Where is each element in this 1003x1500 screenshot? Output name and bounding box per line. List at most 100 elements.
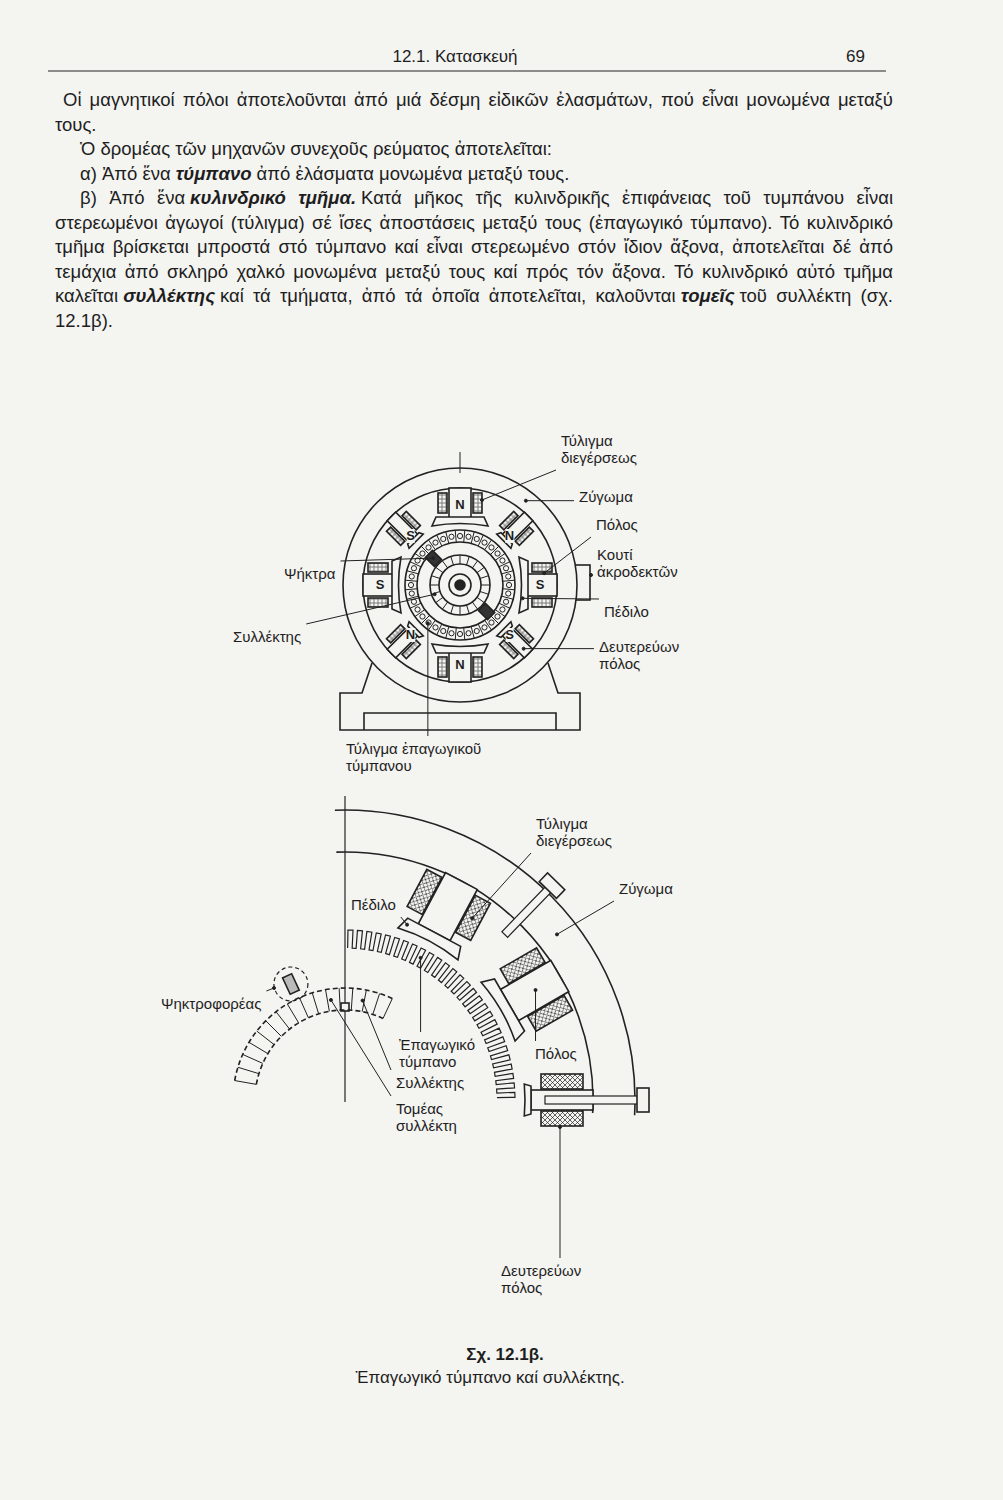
armature-tooth xyxy=(446,532,449,544)
pole-shoe xyxy=(392,557,401,613)
part-label: Ζύγωμα xyxy=(618,880,674,897)
key-term: τομεῖς xyxy=(681,285,735,306)
armature-tooth xyxy=(502,571,514,574)
caption-text: Ἐπαγωγικό τύμπανο καί συλλέκτης. xyxy=(290,1367,690,1388)
interpole xyxy=(382,619,427,664)
leader-line xyxy=(557,901,614,934)
leader-tip xyxy=(426,622,429,625)
leader-line xyxy=(560,1127,561,1258)
leader-tip xyxy=(406,923,409,926)
yoke-bolt xyxy=(496,873,565,943)
field-coil xyxy=(473,657,482,677)
commutator-segment xyxy=(451,556,454,565)
part-label: Ψηκτροφορέας xyxy=(160,995,262,1012)
bolt-head xyxy=(539,873,565,898)
leader-tip xyxy=(534,989,537,992)
part-label: Κουτί ἀκροδεκτῶν xyxy=(596,546,694,580)
field-coil xyxy=(438,657,447,677)
armature-conductor xyxy=(420,551,425,556)
commutator-segment xyxy=(480,591,489,594)
commutator-segment xyxy=(481,585,490,586)
pole-polarity: S xyxy=(536,578,545,592)
field-coil xyxy=(456,895,491,940)
leader-line xyxy=(331,1000,391,1096)
part-label: Ψήκτρα xyxy=(283,565,337,582)
commutator-segment xyxy=(431,576,440,579)
part-label: Πόλος xyxy=(534,1045,578,1062)
key-term: συλλέκτης xyxy=(123,285,215,306)
commutator-segment xyxy=(466,556,469,565)
body-text-run: α) Ἀπό ἕνα xyxy=(80,163,171,184)
armature-conductor xyxy=(426,620,431,625)
armature-conductor xyxy=(433,625,438,630)
leader-tip xyxy=(521,597,524,600)
part-label: Ζύγωμα xyxy=(578,488,634,505)
commutator-segment xyxy=(480,576,489,579)
leader-lines xyxy=(266,470,614,1258)
center-line xyxy=(460,452,461,473)
pole-core xyxy=(449,652,471,682)
field-coil xyxy=(532,598,552,607)
armature-core xyxy=(417,542,503,628)
armature-conductor xyxy=(415,607,420,612)
armature-tooth xyxy=(503,589,515,590)
armature-tooth xyxy=(464,530,465,542)
part-label: Δευτερεύων πόλος xyxy=(598,638,700,672)
main-pole xyxy=(396,864,493,961)
part-label: Πόλος xyxy=(595,516,639,533)
commutator-segment xyxy=(472,602,477,609)
commutator-segment xyxy=(276,1012,290,1029)
leader-tip xyxy=(419,956,422,959)
bolt-head xyxy=(637,1088,649,1112)
yoke-inner xyxy=(363,488,557,682)
main-pole xyxy=(519,557,557,613)
commutator-segment xyxy=(383,998,392,1018)
leader-line xyxy=(524,648,594,649)
part-label: Ἐπαγωγικό τύμπανο xyxy=(398,1036,480,1070)
page-number: 69 xyxy=(846,47,865,67)
part-label: Τομέας συλλέκτη xyxy=(395,1100,487,1134)
leader-line xyxy=(535,990,536,1041)
commutator-segment xyxy=(436,567,443,572)
center-axis xyxy=(344,796,345,1102)
interpole xyxy=(524,1074,649,1126)
leader-tip xyxy=(559,1126,562,1129)
commutator-segment xyxy=(430,585,439,586)
armature-conductor xyxy=(500,558,505,563)
interpole-coil xyxy=(402,511,420,529)
pole-polarity: S xyxy=(505,628,514,642)
armature-tooth xyxy=(471,532,474,544)
interpole xyxy=(494,619,539,664)
pole-shoe xyxy=(398,916,464,960)
pole-polarity: S xyxy=(376,578,385,592)
body-text-run: Ὁ δρομέας τῶν μηχανῶν συνεχοῦς ρεύματος … xyxy=(80,138,552,159)
armature-conductor xyxy=(474,536,479,541)
brush xyxy=(478,603,494,619)
field-coil xyxy=(438,493,447,513)
armature-tooth xyxy=(407,571,419,574)
leader-tip xyxy=(590,574,593,577)
bolt-shank xyxy=(545,1096,641,1104)
interpole-shoe xyxy=(524,1084,531,1116)
interpole xyxy=(382,507,427,552)
field-coil xyxy=(407,869,442,914)
yoke-inner-arc xyxy=(336,852,593,1113)
body-text-run: Οἱ μαγνητικοί πόλοι ἀποτελοῦνται ἀπό μιά… xyxy=(55,89,893,135)
pole-polarity: N xyxy=(406,628,415,642)
leader-line xyxy=(427,623,428,736)
leader-tip xyxy=(481,499,484,502)
key-term: τύμπανο xyxy=(176,163,252,184)
leader-line xyxy=(544,537,591,573)
part-label: Πέδιλο xyxy=(603,603,650,620)
armature-conductor xyxy=(489,545,494,550)
armature-conductor xyxy=(420,614,425,619)
leader-line xyxy=(420,958,421,1032)
armature-conductor xyxy=(482,540,487,545)
field-coil xyxy=(528,995,573,1031)
commutator-segment xyxy=(339,988,340,1010)
caption-heading: Σχ. 12.1β. xyxy=(305,1344,705,1365)
commutator-segment xyxy=(351,988,353,1010)
base-recess xyxy=(364,713,556,730)
paragraph: α) Ἀπό ἕνατύμπανοἀπό ἐλάσματα μονωμένα μ… xyxy=(55,162,893,187)
